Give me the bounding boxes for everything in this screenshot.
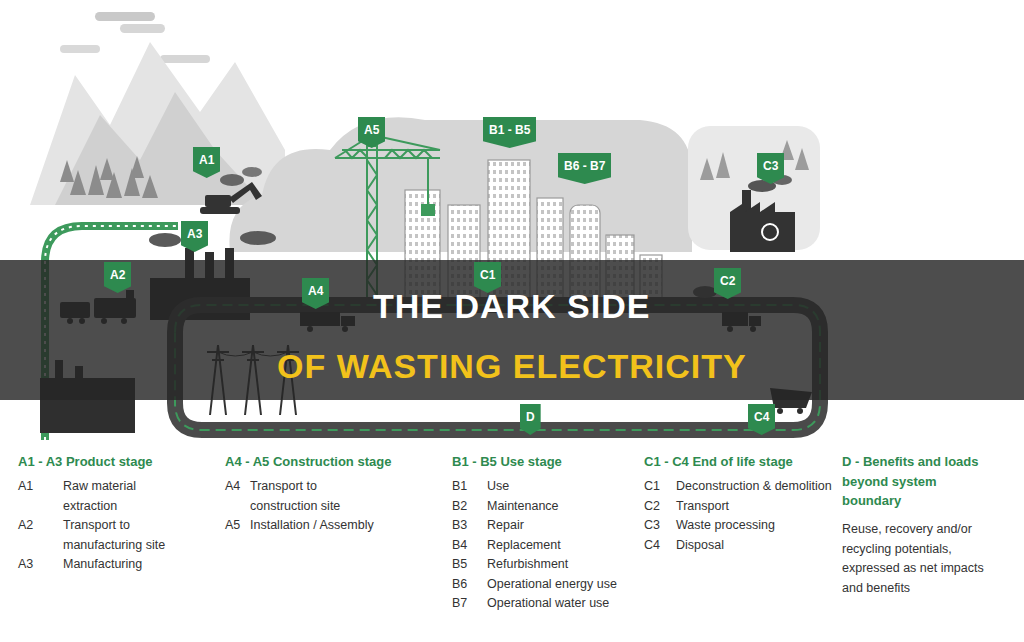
banner-title: OF WASTING ELECTRICITY	[277, 346, 747, 386]
stage-description: Manufacturing	[63, 555, 142, 575]
stage-tag: B1 - B5	[483, 117, 536, 148]
stage-tag: A4	[302, 278, 329, 309]
tag-text: D	[526, 410, 535, 424]
stage-description: Reuse, recovery and/or recycling potenti…	[842, 520, 1002, 598]
trees	[60, 156, 158, 198]
tag-text: B6 - B7	[564, 159, 605, 173]
mountains	[30, 42, 285, 205]
stage-description: Raw material extraction	[63, 477, 181, 516]
stage-tag: A5	[358, 117, 385, 148]
stage-heading: C1 - C4 End of life stage	[644, 452, 793, 472]
stage-code: A5	[225, 516, 240, 536]
stage-code: C2	[644, 497, 660, 517]
sky-clouds	[60, 12, 210, 63]
stage-tag: C3	[757, 153, 784, 184]
stage-tag: A3	[181, 221, 208, 252]
stage-code: B3	[452, 516, 467, 536]
tag-text: C2	[720, 274, 735, 288]
stage-code: C1	[644, 477, 660, 497]
stage-description: Refurbishment	[487, 555, 568, 575]
tag-text: C1	[480, 268, 495, 282]
stage-code: B4	[452, 536, 467, 556]
stage-heading: A1 - A3 Product stage	[18, 452, 153, 472]
stage-description: Maintenance	[487, 497, 559, 517]
stage-tag: C2	[714, 268, 741, 299]
tag-text: A3	[187, 227, 202, 241]
stage-tag: A2	[104, 262, 131, 293]
stage-code: A1	[18, 477, 33, 497]
stage-tag: C4	[748, 404, 775, 435]
stage-heading: B1 - B5 Use stage	[452, 452, 562, 472]
tag-text: A4	[308, 284, 323, 298]
recycling-plant	[730, 175, 795, 252]
title-banner	[0, 260, 1024, 400]
stage-code: B2	[452, 497, 467, 517]
stage-description: Disposal	[676, 536, 724, 556]
stage-code: A3	[18, 555, 33, 575]
stage-description: Operational energy use	[487, 575, 617, 595]
stage-description: Waste processing	[676, 516, 775, 536]
stage-tag: B6 - B7	[558, 153, 611, 184]
stage-code: B6	[452, 575, 467, 595]
stage-description: Installation / Assembly	[250, 516, 374, 536]
tag-text: A5	[364, 123, 379, 137]
tag-text: C3	[763, 159, 778, 173]
tag-text: A1	[199, 153, 214, 167]
stage-code: B7	[452, 594, 467, 614]
stage-code: C4	[644, 536, 660, 556]
stage-heading: A4 - A5 Construction stage	[225, 452, 391, 472]
stage-description: Transport to manufacturing site	[63, 516, 185, 555]
stage-code: C3	[644, 516, 660, 536]
stage-code: A2	[18, 516, 33, 536]
stage-code: A4	[225, 477, 240, 497]
stage-description: Replacement	[487, 536, 561, 556]
stage-description: Deconstruction & demolition	[676, 477, 832, 497]
stage-code: B1	[452, 477, 467, 497]
stage-description: Repair	[487, 516, 524, 536]
stage-description: Operational water use	[487, 594, 609, 614]
stage-code: B5	[452, 555, 467, 575]
tag-text: C4	[754, 410, 769, 424]
banner-title: THE DARK SIDE	[373, 286, 650, 326]
stage-description: Use	[487, 477, 509, 497]
stage-description: Transport to construction site	[250, 477, 360, 516]
stage-tag: D	[520, 404, 541, 435]
stage-heading: D - Benefits and loads beyond system bou…	[842, 452, 990, 511]
tag-text: A2	[110, 268, 125, 282]
tag-text: B1 - B5	[489, 123, 530, 137]
stage-tag: A1	[193, 147, 220, 178]
stage-description: Transport	[676, 497, 729, 517]
